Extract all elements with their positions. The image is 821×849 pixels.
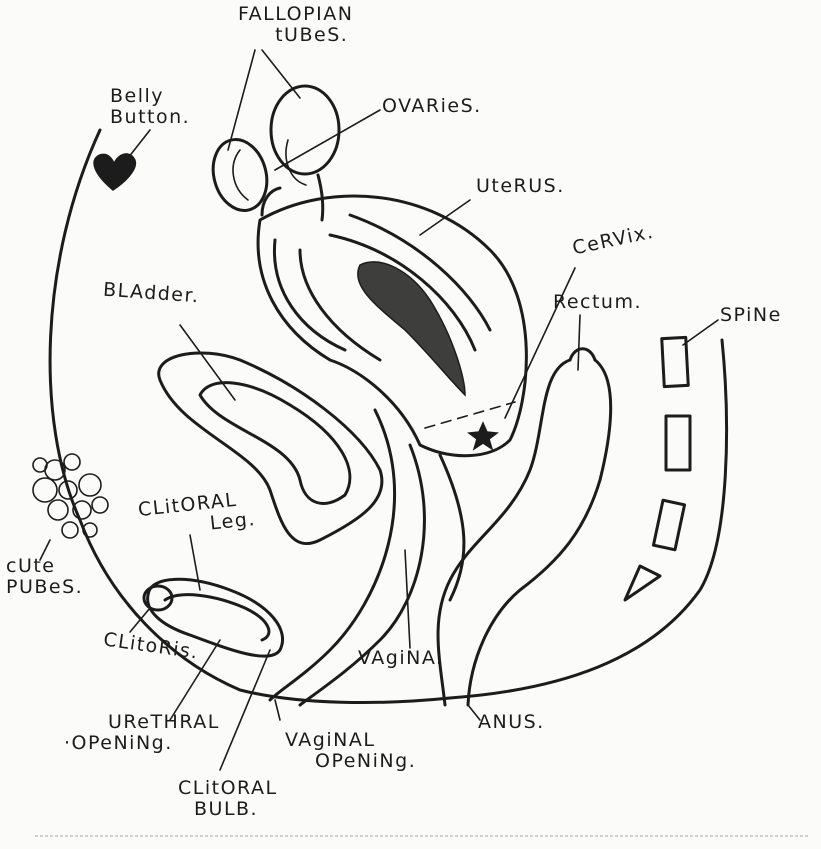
spine-vertebra-4 [625, 566, 660, 600]
label-urethral-opening: UReTHRAL ·OPeNiNg. [64, 712, 220, 754]
pointer-vaginal-opening [275, 700, 280, 720]
label-rectum: Rectum. [553, 292, 642, 313]
belly-button-heart [94, 154, 135, 190]
uterus-cavity [358, 262, 465, 395]
spine-vertebra-2 [666, 416, 690, 470]
rectum-top [570, 349, 595, 360]
pointer-rectum [578, 315, 580, 370]
label-cute-pubes: cUte PUBeS. [6, 556, 83, 598]
label-uterus: UteRUS. [476, 176, 565, 197]
label-vagina: VAgiNA. [358, 648, 444, 669]
pointer-belly-button [128, 130, 150, 158]
cervix-star [469, 423, 497, 449]
label-ovaries: OVARieS. [382, 96, 482, 117]
uterus-wall-1 [274, 240, 345, 350]
ovary-left-inner [233, 150, 248, 200]
cervix-dashed-line [425, 402, 515, 428]
pointer-bladder [180, 325, 235, 400]
pointer-fallopian-left [228, 50, 255, 150]
body-outline [50, 130, 450, 703]
label-anus: ANUS. [478, 712, 545, 733]
ovary-right [271, 86, 339, 174]
rectum-inner [468, 360, 611, 705]
lower-back-outline [450, 340, 727, 698]
pointer-spine [683, 320, 718, 345]
label-fallopian-tubes: FALLOPIAN tUBeS. [238, 4, 353, 46]
rectum-outer [438, 360, 570, 705]
pointer-uterus [420, 200, 470, 235]
label-clitoral-bulb: CLitORAL BULB. [178, 778, 278, 820]
label-vaginal-opening: VAgiNAL OPeNiNg. [285, 730, 416, 772]
label-spine: SPiNe [720, 305, 782, 326]
label-belly-button: Belly Button. [110, 86, 190, 128]
spine-vertebra-3 [653, 500, 684, 550]
pointer-fallopian-right [262, 50, 300, 98]
pointer-clitoral-bulb [220, 650, 270, 770]
